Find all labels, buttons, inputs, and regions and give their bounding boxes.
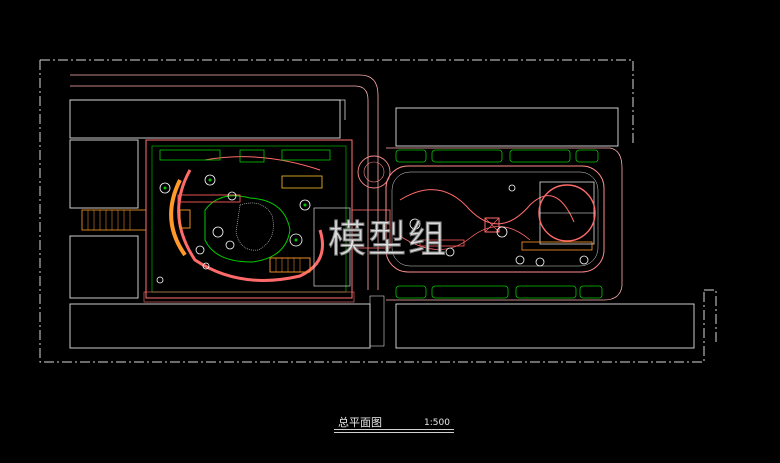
planters-east bbox=[395, 149, 603, 299]
building-west-left bbox=[69, 139, 139, 209]
building-west-left-lower bbox=[69, 235, 139, 299]
path-east-west bbox=[177, 194, 241, 203]
drawing-scale: 1:500 bbox=[424, 418, 450, 428]
west-garden bbox=[145, 139, 353, 299]
title-underline bbox=[334, 429, 454, 430]
site-boundary-east bbox=[704, 289, 717, 345]
central-lawn bbox=[204, 195, 291, 263]
deck-east bbox=[521, 241, 593, 251]
building-west-north bbox=[69, 99, 341, 139]
drawing-title: 总平面图 bbox=[338, 416, 382, 429]
perimeter-road bbox=[70, 74, 379, 290]
title-underline-2 bbox=[334, 432, 454, 433]
pond bbox=[235, 202, 274, 251]
building-south-east bbox=[395, 303, 695, 349]
trees-west bbox=[156, 174, 311, 284]
building-south bbox=[69, 303, 371, 349]
entrance-deck bbox=[81, 209, 147, 231]
watermark: 模型组 bbox=[327, 217, 449, 262]
trees-east bbox=[409, 184, 589, 267]
connector-walk bbox=[351, 209, 391, 249]
roundabout bbox=[357, 155, 391, 189]
east-plaza bbox=[385, 165, 605, 273]
east-road bbox=[386, 147, 623, 301]
deck-south bbox=[269, 257, 311, 273]
site-boundary bbox=[39, 59, 705, 363]
building-north-east bbox=[395, 107, 619, 147]
pavilion bbox=[484, 217, 500, 233]
curved-promenade bbox=[177, 169, 324, 282]
